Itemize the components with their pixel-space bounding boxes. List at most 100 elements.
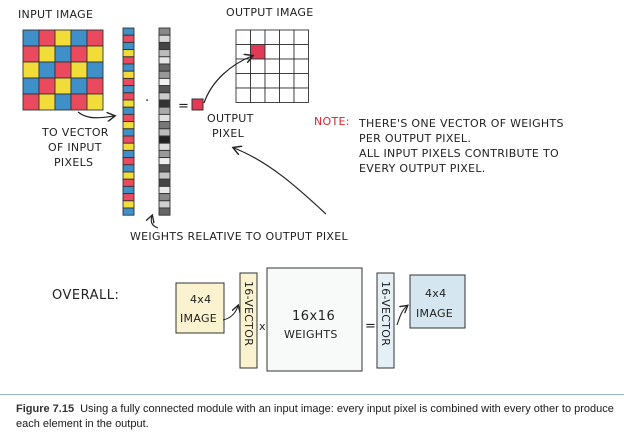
- overall-image-line1: 4x4: [190, 293, 211, 306]
- output-grid-cell: [279, 73, 295, 89]
- overall-vector-box: [239, 272, 258, 369]
- output-grid-cell: [293, 87, 309, 103]
- output-grid-cell: [264, 58, 280, 74]
- input-pixel-cell: [38, 93, 56, 111]
- input-pixel-cell: [54, 77, 72, 95]
- input-vector-cell: [122, 85, 135, 94]
- output-pixel-label-line2: PIXEL: [212, 127, 245, 140]
- input-pixel-cell: [54, 93, 72, 111]
- output-pixel-square: [191, 98, 204, 111]
- input-pixel-cell: [22, 29, 40, 47]
- to-vector-label-line1: TO VECTOR: [41, 126, 109, 139]
- weight-cell: [158, 56, 171, 65]
- output-grid-cell: [293, 73, 309, 89]
- weight-cell: [158, 113, 171, 123]
- overall-output-image-box: [409, 274, 466, 329]
- weight-cell: [158, 207, 171, 216]
- equals-operator: =: [178, 99, 189, 114]
- fully-connected-diagram: INPUT IMAGE OUTPUT IMAGE TO VECTOR OF IN…: [18, 6, 563, 372]
- input-pixel-cell: [54, 61, 72, 79]
- overall-output-vector-box: [376, 272, 395, 369]
- weight-cell: [158, 171, 171, 180]
- input-vector-cell: [122, 41, 135, 51]
- dot-operator: ·: [145, 94, 150, 109]
- input-vector-cell: [122, 207, 135, 216]
- input-pixel-vector: [122, 27, 135, 216]
- output-grid-cell: [279, 29, 295, 45]
- overall-image-line2: IMAGE: [180, 312, 217, 325]
- weight-cell: [158, 70, 171, 79]
- output-grid-cell: [264, 29, 280, 45]
- output-image-label: OUTPUT IMAGE: [226, 6, 313, 19]
- input-vector-cell: [122, 171, 135, 180]
- input-vector-cell: [122, 77, 135, 87]
- output-grid-cell: [293, 58, 309, 74]
- input-vector-cell: [122, 185, 135, 195]
- input-vector-cell: [122, 135, 135, 144]
- overall-out-image-line2: IMAGE: [416, 307, 453, 320]
- overall-title: OVERALL:: [52, 288, 119, 303]
- input-vector-cell: [122, 178, 135, 187]
- overall-out-image-line1: 4x4: [425, 287, 446, 300]
- weight-cell: [158, 99, 171, 108]
- output-grid-cell: [235, 44, 251, 60]
- weight-cell: [158, 121, 171, 130]
- overall-output-vector-label: 16-VECTOR: [379, 281, 392, 346]
- input-pixel-cell: [86, 45, 104, 63]
- output-pixel-label-line1: OUTPUT: [207, 112, 254, 125]
- caption-divider: [0, 394, 624, 395]
- output-grid-cell: [250, 58, 266, 74]
- input-pixel-cell: [22, 45, 40, 63]
- weights-relative-label: WEIGHTS RELATIVE TO OUTPUT PIXEL: [130, 230, 349, 243]
- output-grid-cell: [279, 58, 295, 74]
- caption-text: Using a fully connected module with an i…: [16, 403, 614, 430]
- input-pixel-cell: [22, 77, 40, 95]
- input-image-label: INPUT IMAGE: [18, 8, 93, 21]
- weight-cell: [158, 106, 171, 115]
- to-vector-label-line3: PIXELS: [54, 156, 93, 169]
- weight-cell: [158, 85, 171, 94]
- input-vector-cell: [122, 63, 135, 72]
- input-vector-cell: [122, 34, 135, 43]
- overall-weights-line1: 16x16: [292, 309, 335, 324]
- note-line3: ALL INPUT PIXELS CONTRIBUTE TO: [359, 147, 559, 160]
- weight-cell: [158, 63, 171, 72]
- to-vector-label-line2: OF INPUT: [48, 141, 102, 154]
- input-pixel-cell: [70, 93, 88, 111]
- output-pixel-highlight: [250, 44, 266, 60]
- input-pixel-cell: [70, 77, 88, 95]
- weight-cell: [158, 164, 171, 173]
- weight-cell: [158, 149, 171, 159]
- output-grid-cell: [293, 29, 309, 45]
- overall-input-image-box: [175, 282, 225, 334]
- input-vector-cell: [122, 149, 135, 159]
- weight-cell: [158, 128, 171, 137]
- input-vector-cell: [122, 164, 135, 173]
- input-vector-cell: [122, 128, 135, 137]
- input-pixel-cell: [86, 61, 104, 79]
- weights-label-arrow: [151, 216, 159, 229]
- caption-figure-number: Figure 7.15: [16, 403, 75, 415]
- overall-weights-box: [266, 267, 363, 372]
- input-vector-cell: [122, 99, 135, 108]
- note-prefix: NOTE:: [314, 115, 350, 128]
- overall-vector-label: 16-VECTOR: [242, 281, 255, 346]
- input-vector-cell: [122, 70, 135, 79]
- input-pixel-cell: [86, 77, 104, 95]
- weight-cell: [158, 34, 171, 43]
- input-pixel-cell: [38, 45, 56, 63]
- input-vector-cell: [122, 157, 135, 166]
- output-grid-cell: [264, 87, 280, 103]
- output-grid-cell: [250, 87, 266, 103]
- weight-cell: [158, 27, 171, 36]
- weight-cell: [158, 135, 171, 144]
- input-pixel-cell: [70, 61, 88, 79]
- output-grid-cell: [293, 44, 309, 60]
- weight-cell: [158, 178, 171, 187]
- overall-image-to-vector-arrow: [222, 306, 238, 321]
- output-grid-cell: [235, 87, 251, 103]
- to-vector-arrow: [77, 111, 114, 118]
- input-vector-cell: [122, 200, 135, 209]
